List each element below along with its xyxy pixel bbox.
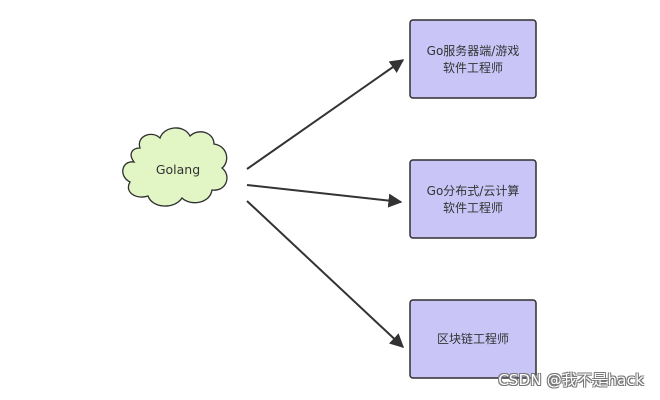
box-label-line2: 软件工程师	[443, 60, 503, 75]
golang-label: Golang	[156, 162, 200, 177]
box-label-line2: 软件工程师	[443, 200, 503, 215]
box-label-line1: 区块链工程师	[437, 331, 509, 346]
box-label-line1: Go分布式/云计算	[427, 183, 520, 198]
box-label-line1: Go服务器端/游戏	[427, 43, 520, 58]
box-shape	[409, 19, 537, 99]
cloud-shape	[122, 127, 228, 207]
target-box-distributed-cloud: Go分布式/云计算 软件工程师	[409, 159, 537, 239]
box-shape	[409, 159, 537, 239]
arrow-to-server-game	[246, 59, 405, 170]
box-shape	[409, 299, 537, 379]
arrow-to-distributed-cloud	[246, 184, 403, 208]
target-box-blockchain: 区块链工程师	[409, 299, 537, 379]
watermark: CSDN @我不是hack	[498, 371, 644, 389]
target-box-server-game: Go服务器端/游戏 软件工程师	[409, 19, 537, 99]
golang-cloud-node: Golang	[122, 127, 228, 207]
arrow-to-blockchain	[246, 200, 405, 348]
